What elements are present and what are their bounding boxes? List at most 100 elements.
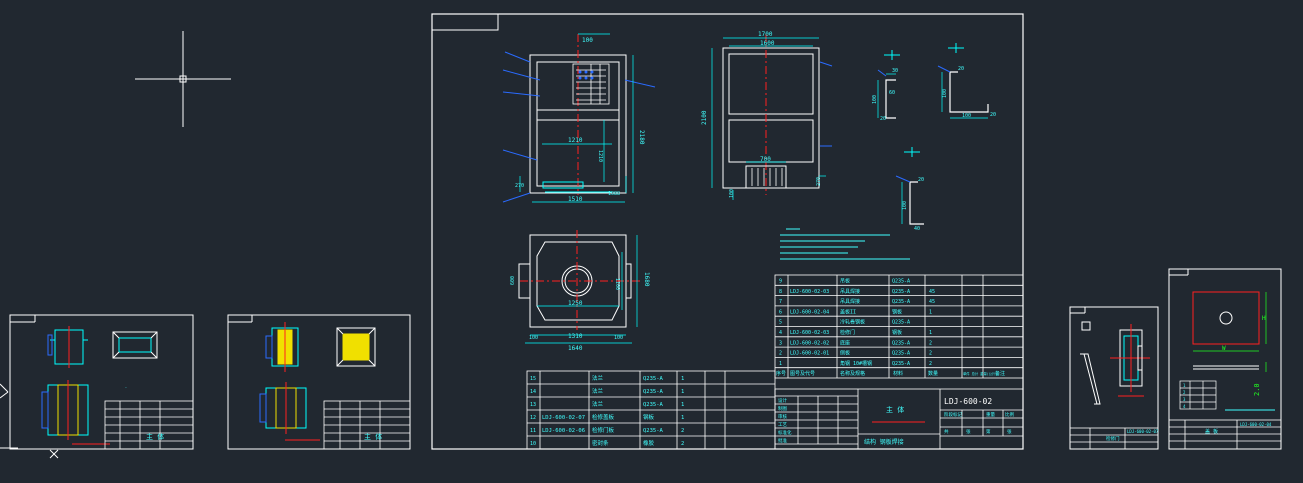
title-block-row-label: 审核: [778, 413, 787, 420]
bom-upper-row-no: 3: [779, 340, 782, 346]
technical-notes: [780, 228, 910, 260]
title-block-scale-1: 阶段标记: [944, 411, 962, 418]
left-sheet-b[interactable]: 主 体: [227, 314, 411, 450]
title-block-center-label: 主 体: [886, 405, 904, 414]
bom-lower-row-material: Q235-A: [643, 376, 664, 382]
left-sheet-b-frame: [227, 314, 411, 450]
left-sheet-b-title-block: [323, 400, 411, 450]
plan-view-dim-right-outer: 1680: [643, 272, 650, 287]
main-sheet-corner-block: [432, 14, 499, 31]
title-block-row-label: 批准: [778, 437, 787, 444]
left-sheet-a-title: 主 体: [146, 432, 164, 441]
left-sheet-a-section-view: [41, 380, 89, 440]
main-sheet[interactable]: 100 2180 1210 1210 1510 270 1088: [431, 13, 1024, 450]
side-view[interactable]: 1700 1600 2100 700 100 270: [701, 31, 833, 200]
side-view-dim-top-outer: 1700: [758, 31, 773, 38]
bom-upper-row-qty: 2: [929, 361, 932, 367]
bom-upper-row-name: 侧板: [840, 350, 850, 357]
left-sheet-b-title: 主 体: [364, 432, 382, 441]
bom-upper-row-no: 1: [779, 361, 782, 367]
left-sheet-b-top-view: [265, 322, 299, 372]
plan-view-inner-octagon: [536, 241, 620, 321]
bom-upper-row-name: 检修门: [840, 329, 855, 336]
front-view-dim-right-small: 1088: [608, 191, 620, 197]
right-sheet-b-table-row: 4: [1183, 404, 1186, 409]
right-sheet-b-title: 盖 板: [1205, 428, 1218, 435]
bom-lower-row-qty: 2: [681, 441, 684, 447]
left-sheet-a-plan-view: [112, 331, 158, 359]
bom-upper-row-no: 7: [779, 299, 782, 305]
bom-upper-row-material: Q235-A: [892, 351, 910, 357]
profile-c-dim-2: 100: [902, 201, 908, 210]
bom-upper-row-no: 2: [779, 351, 782, 357]
side-view-leaders: [819, 61, 833, 147]
right-sheet-b-dim-w: W: [1222, 345, 1226, 352]
profile-channel-a[interactable]: 30 60 100 20: [872, 50, 900, 122]
profile-b-dim-2: 100: [942, 89, 948, 98]
bom-lower-row-material: Q235-A: [643, 428, 664, 434]
bom-upper-row-material: 钢板: [892, 308, 902, 315]
bom-upper-header-6: 备注: [995, 370, 1005, 377]
bom-lower-row-qty: 1: [681, 389, 684, 395]
profile-channel-c[interactable]: 20 100 40: [895, 147, 924, 232]
bom-lower-row-material: Q235-A: [643, 389, 664, 395]
front-view-base: [542, 181, 584, 189]
bom-upper-row-material: Q235-A: [892, 299, 910, 305]
bom-upper-row-qty: 2: [929, 351, 932, 357]
bom-upper-row-no: 4: [779, 330, 782, 336]
profile-a-dim-2: 60: [889, 90, 895, 96]
bom-lower-row-name: 密封条: [592, 439, 609, 447]
plan-view-dim-right-inner: 1100: [614, 278, 620, 290]
right-sheet-b-plate-view: [1192, 291, 1267, 372]
bom-lower-row-name: 检修盖板: [592, 413, 615, 421]
bom-upper-row-name: 冷轧卷钢板: [840, 319, 865, 326]
title-block-scale-3: 比例: [1005, 411, 1014, 418]
bom-upper-row-name: 底座: [840, 339, 850, 346]
bom-upper-row-qty: 45: [929, 289, 935, 295]
left-sheet-a[interactable]: — 主 体: [9, 314, 194, 450]
bom-upper-row-material: 钢板: [892, 329, 902, 336]
left-sheet-a-top-view: [47, 326, 88, 368]
front-view[interactable]: 100 2180 1210 1210 1510 270 1088: [502, 33, 656, 203]
bom-lower-row-qty: 2: [681, 428, 684, 434]
profile-angle-b[interactable]: 20 100 100 20: [937, 43, 996, 119]
bom-upper-row-name: 吊具焊接: [840, 288, 860, 295]
bom-lower-row-qty: 1: [681, 376, 684, 382]
plan-view[interactable]: 600 1250 1100 1680 1310 1640 100 100: [510, 230, 650, 352]
bom-upper-row-code: LDJ-600-02-04: [790, 309, 829, 315]
right-sheet-b-table-row: 3: [1183, 397, 1186, 402]
bom-upper-row-no: 6: [779, 309, 782, 315]
profile-a-dim-4: 20: [880, 116, 886, 122]
bom-lower-row-name: 法兰: [592, 374, 604, 382]
left-sheet-a-frame: [9, 314, 194, 450]
front-view-dim-inner-width: 1210: [568, 137, 583, 144]
bom-lower-row-material: 钢板: [643, 413, 655, 421]
right-sheet-b-table-row: 2: [1183, 390, 1186, 395]
bom-lower-row-name: 法兰: [592, 400, 604, 408]
bom-upper-row-material: Q235-A: [892, 361, 910, 367]
profile-a-dim-3: 100: [872, 95, 878, 104]
bom-upper-row-no: 9: [779, 279, 782, 285]
front-view-dim-left-small: 270: [515, 183, 524, 189]
right-sheet-a[interactable]: 检修门 LDJ-600-02-07: [1069, 306, 1159, 450]
plan-view-dim-edge-right: 100: [614, 335, 623, 341]
bom-upper-header-4: 数量: [928, 370, 938, 377]
left-sheet-a-title-block: [104, 400, 194, 450]
bom-lower-row-no: 10: [530, 441, 536, 447]
side-view-grille-bars: [751, 168, 783, 186]
bom-upper-row-qty: 2: [929, 340, 932, 346]
bom-upper-row-name: 盖板II: [840, 308, 856, 315]
profile-a-dim-1: 30: [892, 68, 898, 74]
bom-upper-row-code: LDJ-600-02-02: [790, 340, 829, 346]
profile-c-dim-3: 40: [914, 226, 920, 232]
title-block-scale-2: 重量: [986, 411, 995, 418]
bom-upper-row-code: LDJ-600-02-03: [790, 289, 829, 295]
bom-upper-header-3: 材料: [893, 370, 903, 377]
profile-b-dim-4: 20: [990, 112, 996, 118]
profile-b-dim-1: 20: [958, 66, 964, 72]
right-sheet-a-door-view: [1110, 324, 1150, 397]
front-view-dim-top: 100: [582, 37, 593, 44]
